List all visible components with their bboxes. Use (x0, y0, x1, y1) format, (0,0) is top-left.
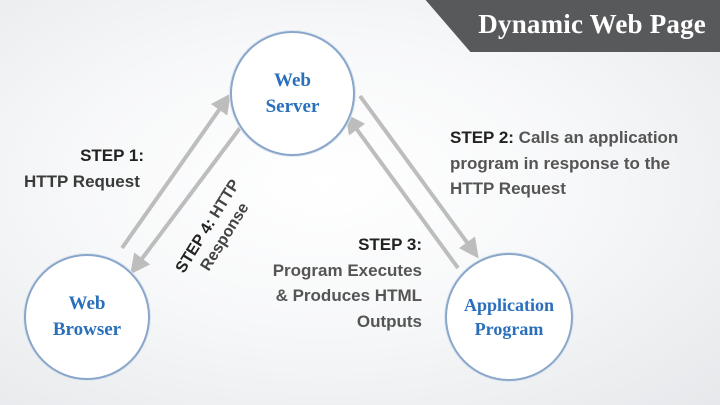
step3-text-line1: Program Executes (272, 260, 422, 280)
step1-text: HTTP Request (24, 171, 140, 191)
step3-title: STEP 3: (358, 235, 422, 254)
title-banner (425, 0, 720, 52)
application-program-line2: Program (474, 319, 544, 339)
step2-label-group: STEP 2: Calls an application program in … (450, 125, 710, 202)
web-browser-node: Web Browser (24, 254, 150, 380)
step3-text-line3: Outputs (356, 311, 422, 331)
arrow-step1-browser-to-server (120, 93, 231, 250)
step2-text-line1: Calls an application (518, 128, 679, 147)
arrow-step3-app-to-server (345, 113, 460, 270)
page-title: Dynamic Web Page (478, 9, 706, 39)
web-server-node: Web Server (230, 31, 355, 156)
step1-label-group: STEP 1: HTTP Request (24, 143, 144, 194)
arrow-step2-server-to-app (358, 94, 479, 259)
step2-text-line2: program in response to the (450, 153, 671, 173)
web-browser-line2: Browser (52, 319, 122, 340)
step2-title: STEP 2: (450, 128, 514, 147)
step3-label-group: STEP 3: Program Executes & Produces HTML… (262, 232, 422, 334)
web-server-line2: Server (265, 95, 320, 117)
step1-title: STEP 1: (80, 146, 144, 165)
application-program-node: Application Program (445, 253, 573, 381)
arrow-step4-server-to-browser (130, 126, 242, 275)
web-server-line1: Web (274, 69, 311, 91)
step3-text-line2: & Produces HTML (275, 286, 422, 305)
web-browser-line1: Web (68, 293, 106, 315)
application-program-line1: Application (463, 294, 555, 315)
step2-text-line3: HTTP Request (450, 179, 566, 198)
